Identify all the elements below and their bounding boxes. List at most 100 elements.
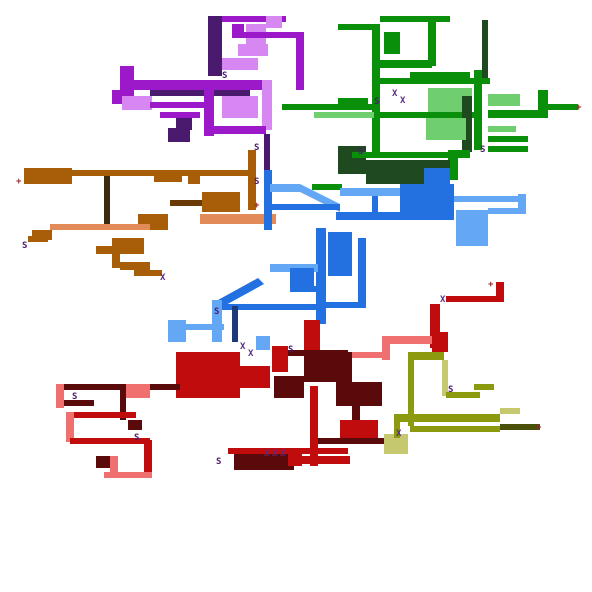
corridor	[56, 384, 64, 408]
key-marker: X	[440, 295, 446, 305]
corridor	[300, 456, 350, 464]
corridor	[316, 228, 326, 324]
corridor	[120, 262, 150, 270]
exit-marker: +	[488, 280, 494, 290]
room	[328, 232, 352, 276]
room	[432, 332, 448, 352]
corridor	[500, 424, 540, 430]
room	[168, 320, 186, 342]
room	[304, 352, 352, 382]
key-marker: X	[160, 273, 166, 283]
corridor	[70, 438, 150, 444]
corridor	[104, 176, 110, 224]
start-marker: S	[358, 147, 363, 157]
corridor	[338, 24, 374, 30]
room	[340, 420, 378, 442]
corridor	[548, 104, 578, 110]
corridor	[150, 90, 250, 96]
corridor	[488, 110, 548, 118]
corridor	[408, 356, 414, 426]
corridor	[50, 224, 150, 230]
corridor	[66, 412, 74, 442]
room	[234, 454, 294, 470]
start-marker: S	[254, 177, 259, 187]
key-marker: X	[280, 449, 286, 459]
room	[96, 456, 110, 468]
corridor	[340, 188, 400, 196]
corridor	[488, 136, 528, 142]
corridor	[408, 352, 444, 360]
corridor	[120, 390, 126, 420]
corridor	[518, 194, 526, 214]
corridor	[208, 16, 222, 76]
room	[488, 94, 520, 106]
corridor	[380, 112, 480, 118]
corridor	[176, 118, 192, 130]
region-olive	[384, 352, 540, 454]
room	[290, 268, 314, 286]
corridor	[474, 70, 482, 150]
corridor	[128, 420, 142, 430]
room	[112, 238, 144, 254]
room	[272, 346, 288, 372]
start-marker: S	[288, 345, 293, 355]
corridor	[222, 16, 286, 22]
corridor	[134, 270, 162, 276]
room	[336, 382, 382, 406]
corridor	[488, 126, 516, 132]
corridor	[310, 386, 318, 466]
corridor	[336, 212, 406, 220]
corridor	[326, 302, 366, 308]
room	[24, 168, 72, 184]
corridor	[154, 170, 182, 182]
start-marker: S	[22, 241, 27, 251]
corridor	[188, 174, 200, 184]
corridor	[428, 16, 436, 66]
corridor	[496, 282, 504, 302]
region-orange	[24, 150, 276, 276]
corridor	[120, 66, 134, 96]
corridor	[150, 102, 210, 108]
corridor	[290, 286, 316, 292]
corridor	[264, 134, 270, 170]
exit-marker: +	[536, 423, 542, 433]
region-violet	[112, 16, 304, 170]
corridor	[410, 426, 500, 432]
room	[304, 320, 320, 350]
start-marker: S	[222, 71, 227, 81]
corridor	[184, 324, 224, 330]
region-green	[282, 16, 578, 196]
corridor	[200, 214, 276, 224]
corridor	[358, 238, 366, 308]
corridor	[318, 438, 388, 444]
room	[384, 434, 408, 454]
corridor	[212, 300, 222, 342]
corridor	[104, 472, 152, 478]
corridor	[384, 336, 432, 344]
corridor	[430, 304, 440, 348]
room	[400, 184, 454, 220]
corridor	[56, 384, 156, 390]
room	[122, 96, 152, 110]
corridor	[264, 170, 272, 230]
room	[424, 168, 450, 184]
room	[126, 384, 150, 398]
room	[338, 98, 368, 110]
corridor	[394, 414, 500, 422]
corridor	[112, 90, 124, 104]
corridor	[380, 16, 450, 22]
corridor	[482, 20, 488, 80]
start-marker: S	[72, 392, 77, 402]
corridor	[66, 412, 136, 418]
corridor	[352, 152, 452, 158]
room	[384, 32, 400, 54]
corridor	[500, 408, 520, 414]
corridor	[382, 336, 390, 360]
corridor	[32, 230, 52, 240]
key-marker: X	[396, 429, 402, 439]
room	[202, 192, 240, 212]
corridor	[214, 126, 266, 134]
room	[222, 366, 270, 388]
